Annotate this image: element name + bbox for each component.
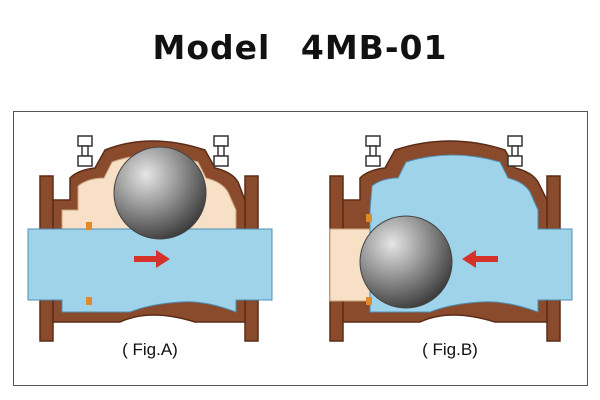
fig-a-caption: ( Fig.A) — [122, 340, 178, 359]
figure-b — [329, 135, 573, 342]
fig-b-bolt-right-icon — [507, 135, 523, 167]
fig-b-bolt-left-icon — [365, 135, 381, 167]
fig-a-bolt-right-icon — [213, 135, 229, 167]
fig-b-caption: ( Fig.B) — [422, 340, 478, 359]
title-model-word: Model — [152, 28, 271, 67]
fig-b-seal-top — [366, 214, 372, 222]
fig-b-flow-arrow-left-icon — [462, 250, 498, 268]
fig-a-seal-bottom — [86, 297, 92, 305]
fig-a-bolt-left-icon — [77, 135, 93, 167]
page-title: Model 4MB-01 — [0, 28, 600, 67]
fig-b-ball — [359, 215, 453, 309]
fig-a-seal-top — [86, 222, 92, 230]
fig-a-flow-arrow-right-icon — [134, 250, 170, 268]
fig-a-ball — [113, 146, 207, 240]
fig-b-seal-bottom — [366, 297, 372, 305]
title-model-code: 4MB-01 — [300, 28, 448, 67]
figure-a — [27, 135, 273, 342]
fig-a-fluid-channel — [27, 228, 273, 313]
